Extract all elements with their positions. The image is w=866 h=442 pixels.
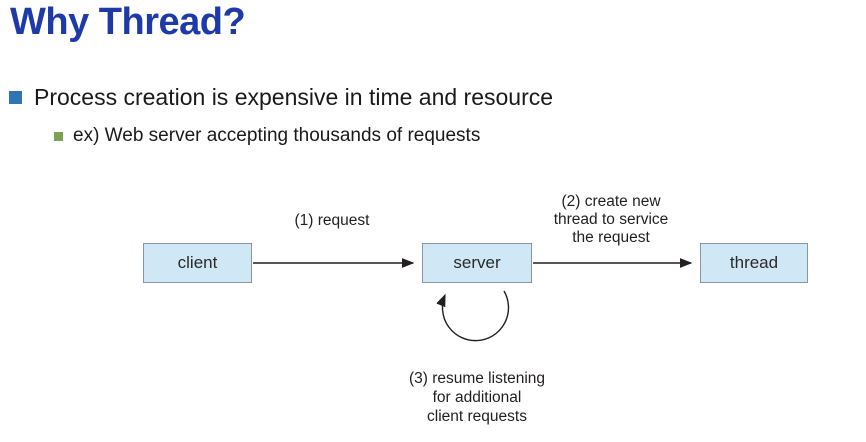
square-bullet-icon: [9, 91, 22, 104]
server-node: server: [422, 243, 532, 283]
bullet-item-process-creation: Process creation is expensive in time an…: [9, 82, 553, 112]
step1-request-label: (1) request: [294, 212, 370, 229]
bullet-text: ex) Web server accepting thousands of re…: [73, 125, 481, 146]
bullet-text: Process creation is expensive in time an…: [34, 84, 554, 110]
bullet-item-web-server-example: ex) Web server accepting thousands of re…: [54, 122, 480, 149]
step2-create-thread-label: (2) create new thread to service the req…: [553, 193, 669, 246]
server-node-label: server: [453, 253, 501, 272]
square-bullet-icon: [54, 132, 63, 141]
thread-node: thread: [700, 243, 808, 283]
client-node: client: [143, 243, 252, 283]
page-title: Why Thread?: [10, 1, 246, 43]
resume-loop-arrow: [436, 290, 510, 342]
step3-resume-listening-label: (3) resume listening for additional clie…: [408, 370, 546, 425]
client-node-label: client: [177, 253, 218, 272]
thread-node-label: thread: [729, 253, 779, 272]
